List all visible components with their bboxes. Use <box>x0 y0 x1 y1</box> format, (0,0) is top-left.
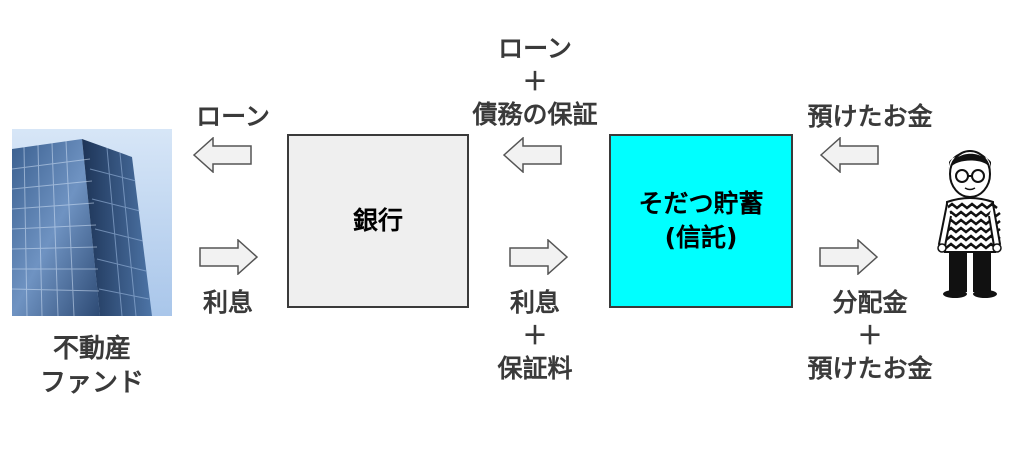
bank-box: 銀行 <box>287 134 469 308</box>
flow-label-dividend: 分配金 <box>832 288 908 317</box>
flow-label-plus: ＋ <box>522 321 548 350</box>
flow-label-loan-top: ローン <box>498 34 572 63</box>
fund-label-line1: 不動産 <box>52 334 131 364</box>
left-arrow-icon <box>193 137 252 173</box>
trust-label-line2: (信託) <box>664 223 738 252</box>
person-with-glasses-icon <box>935 140 1003 300</box>
flow-label-deposit: 預けたお金 <box>807 102 933 131</box>
trust-box: そだつ貯蓄 (信託) <box>609 134 793 308</box>
flow-label-plus: ＋ <box>857 321 883 350</box>
flow-label-plus: ＋ <box>522 67 548 96</box>
flow-label-loan: ローン <box>196 102 270 131</box>
flow-label-guarantee-fee: 保証料 <box>497 354 573 383</box>
right-arrow-icon <box>819 239 878 275</box>
left-arrow-icon <box>503 137 562 173</box>
left-arrow-icon <box>820 137 879 173</box>
bank-label: 銀行 <box>352 206 403 235</box>
flow-label-interest-trust: 利息 <box>509 288 560 317</box>
trust-label-line1: そだつ貯蓄 <box>638 189 764 218</box>
office-building-image <box>11 129 172 317</box>
right-arrow-icon <box>509 239 568 275</box>
fund-label-line2: ファンド <box>39 368 144 398</box>
flow-label-interest: 利息 <box>202 288 253 317</box>
flow-label-guarantee: 債務の保証 <box>472 100 598 129</box>
right-arrow-icon <box>199 239 258 275</box>
flow-label-deposit-return: 預けたお金 <box>807 354 933 383</box>
